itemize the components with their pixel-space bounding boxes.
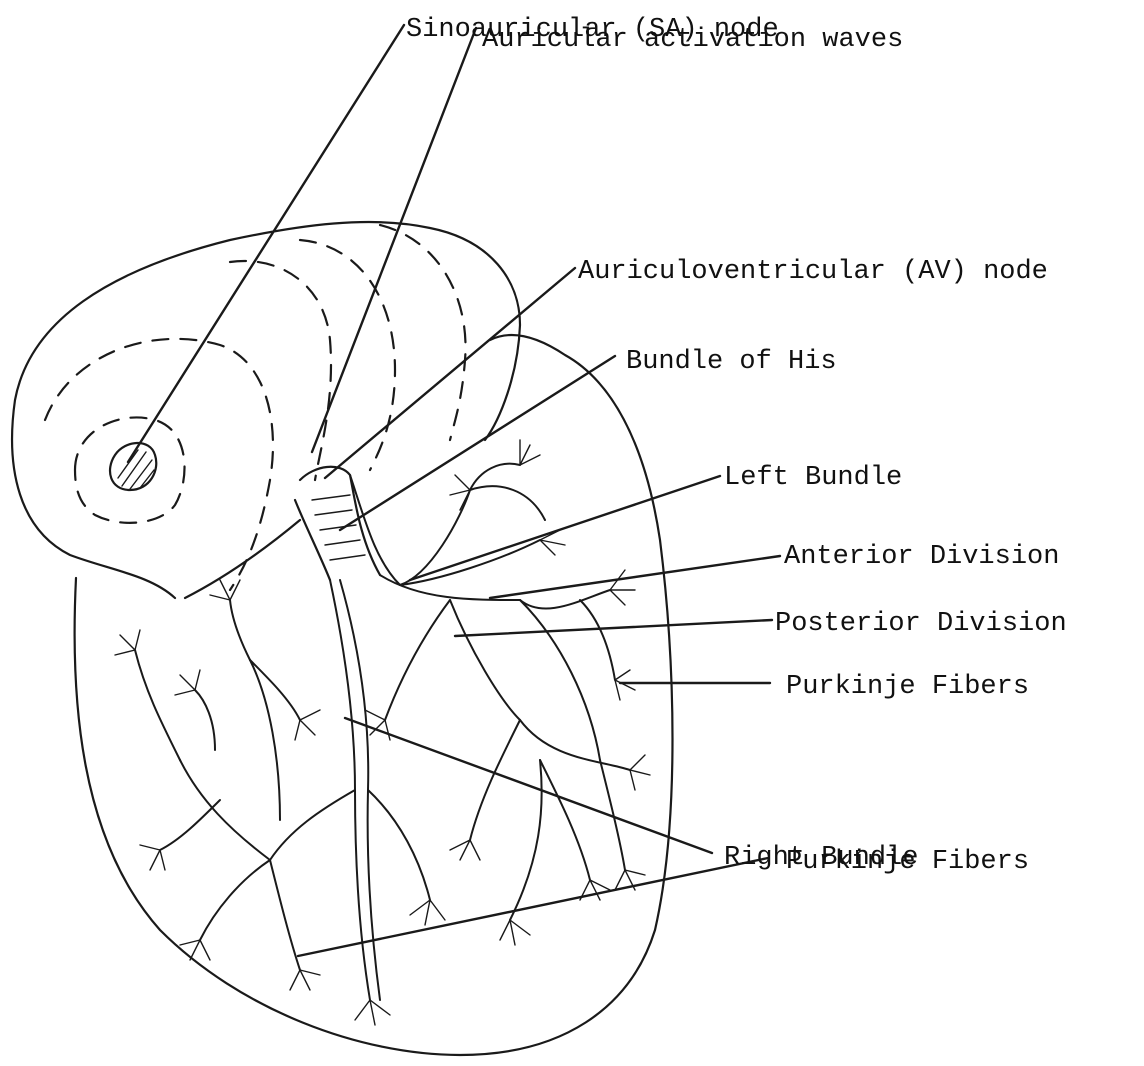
atrial-septum-line [185, 520, 300, 598]
label-activation-waves: Auricular activation waves [482, 25, 903, 55]
activation-wave-1 [75, 417, 185, 522]
bundle-of-his [295, 467, 380, 580]
left-bundle-branches [350, 464, 630, 920]
label-anterior-division: Anterior Division [784, 542, 1059, 572]
activation-wave-2 [45, 339, 273, 590]
bundle-of-his-hatching [312, 495, 365, 560]
leader-right-bundle [345, 718, 712, 853]
label-bundle-of-his: Bundle of His [626, 347, 837, 377]
label-purkinje-fibers-upper: Purkinje Fibers [786, 672, 1029, 702]
leader-posterior-division [455, 620, 772, 636]
label-av-node: Auriculoventricular (AV) node [578, 257, 1048, 287]
activation-wave-3 [230, 261, 331, 480]
activation-wave-5 [380, 225, 466, 440]
label-left-bundle: Left Bundle [724, 463, 902, 493]
leader-anterior-division [490, 556, 780, 598]
leader-lines [128, 25, 780, 956]
label-purkinje-fibers-lower: Purkinje Fibers [786, 847, 1029, 877]
sa-node [110, 443, 156, 490]
leader-left-bundle [410, 476, 720, 580]
leader-av-node [325, 268, 575, 478]
label-posterior-division: Posterior Division [775, 609, 1067, 639]
